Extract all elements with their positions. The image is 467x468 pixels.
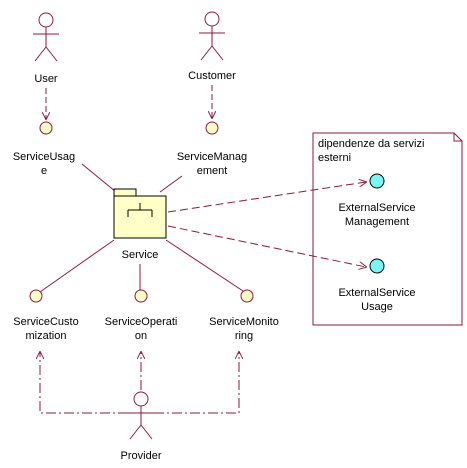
note-text-line-2: esterni <box>318 152 351 164</box>
service-management-lollipop <box>205 121 219 135</box>
service-management-label-1: ServiceManag <box>177 151 247 163</box>
interface-service-monitoring[interactable]: ServiceMonito ring <box>209 289 279 342</box>
actor-user-label: User <box>34 73 58 85</box>
interface-external-service-management[interactable]: ExternalService Management <box>338 173 416 228</box>
operation-label-2: on <box>135 330 147 342</box>
interface-service-customization[interactable]: ServiceCusto mization <box>13 289 79 342</box>
package-depends-external-usage <box>167 225 366 267</box>
provider-uses-customization <box>40 352 128 414</box>
external-management-label-1: ExternalService <box>338 202 415 214</box>
monitoring-lollipop <box>240 289 254 303</box>
actor-user[interactable]: User <box>33 12 59 85</box>
interface-service-operation[interactable]: ServiceOperati on <box>105 289 178 342</box>
package-depends-external-management <box>167 182 366 213</box>
provider-uses-monitoring <box>154 352 239 414</box>
service-usage-lollipop <box>39 121 53 135</box>
monitoring-label-2: ring <box>235 330 253 342</box>
interface-service-usage[interactable]: ServiceUsag e <box>13 121 75 177</box>
actor-provider[interactable]: Provider <box>121 391 162 462</box>
provider-figure <box>128 391 154 440</box>
customization-label-2: mization <box>26 330 67 342</box>
actor-provider-label: Provider <box>121 450 162 462</box>
service-usage-label-2: e <box>41 165 47 177</box>
operation-label-1: ServiceOperati <box>105 316 178 328</box>
package-service[interactable]: Service <box>113 188 167 261</box>
service-management-label-2: ement <box>197 165 228 177</box>
interface-external-service-usage[interactable]: ExternalService Usage <box>338 258 416 313</box>
service-usage-label-1: ServiceUsag <box>13 151 75 163</box>
package-tab <box>113 188 137 197</box>
external-usage-lollipop <box>369 258 385 274</box>
customer-figure <box>199 11 225 61</box>
external-management-label-2: Management <box>345 216 409 228</box>
actor-customer[interactable]: Customer <box>188 11 236 82</box>
external-dependencies-note: dipendenze da servizi esterni <box>312 132 463 326</box>
package-to-service-management-line <box>159 175 183 193</box>
external-usage-label-1: ExternalService <box>338 287 415 299</box>
package-service-label: Service <box>122 249 159 261</box>
package-to-customization-line <box>39 239 115 293</box>
actor-customer-label: Customer <box>188 70 236 82</box>
customization-lollipop <box>29 289 43 303</box>
interface-service-management[interactable]: ServiceManag ement <box>177 121 247 177</box>
operation-lollipop <box>134 289 148 303</box>
package-to-service-usage-line <box>81 163 117 193</box>
subsystem-icon <box>127 203 153 217</box>
customization-label-1: ServiceCusto <box>13 316 78 328</box>
user-figure <box>33 12 59 62</box>
package-to-monitoring-line <box>165 239 244 292</box>
note-text-line-1: dipendenze da servizi <box>318 138 424 150</box>
package-body <box>113 195 167 239</box>
external-usage-label-2: Usage <box>361 301 393 313</box>
external-management-lollipop <box>369 173 385 189</box>
monitoring-label-1: ServiceMonito <box>209 316 279 328</box>
